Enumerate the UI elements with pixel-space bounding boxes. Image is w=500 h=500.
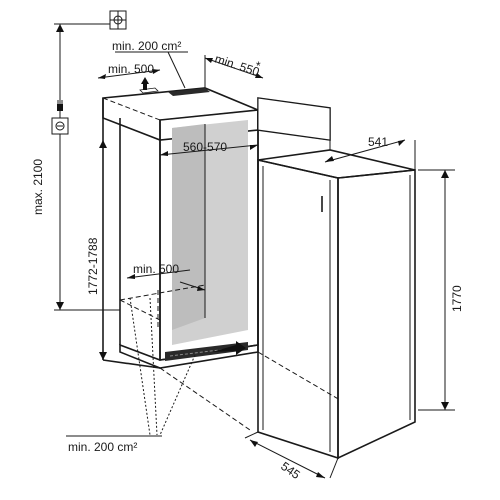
dim-niche-depth: min. 550 * [204,52,264,88]
dim-niche-height: 1772-1788 [86,140,107,360]
vent-top-area-label: min. 200 cm² [112,39,181,53]
vent-top-depth-label: min. 500 [108,62,154,76]
niche-height-max-label: max. 2100 [31,159,45,215]
bottom-inflow-arrow [212,341,246,355]
vent-bottom-depth-label: min. 500 [133,262,179,276]
vent-bottom-area-label: min. 200 cm² [68,440,137,454]
dim-appliance-height: 1770 [418,169,464,411]
dim-vent-bottom-area: min. 200 cm² [66,435,162,454]
ventilation-grid-icon [109,10,127,30]
dim-niche-width: 560-570 [159,140,259,156]
dim-niche-height-max: max. 2100 [31,23,120,311]
appliance [257,97,416,460]
niche-width-label: 560-570 [183,140,227,154]
top-vent-slot [139,77,210,96]
appliance-width-label: 541 [368,135,388,149]
dim-vent-top-depth: min. 500 [97,62,161,79]
dim-vent-top-area: min. 200 cm² [112,39,188,89]
dim-appliance-width: 541 [324,135,416,170]
dim-appliance-depth: 545 [244,431,339,482]
niche-height-label: 1772-1788 [86,237,100,295]
appliance-height-label: 1770 [450,285,464,312]
power-socket-icon [51,100,69,135]
dim-vent-bottom-depth: min. 500 [126,262,206,291]
niche-depth-star: * [256,59,261,73]
niche-depth-label: min. 550 [213,52,261,80]
appliance-depth-label: 545 [278,459,303,482]
